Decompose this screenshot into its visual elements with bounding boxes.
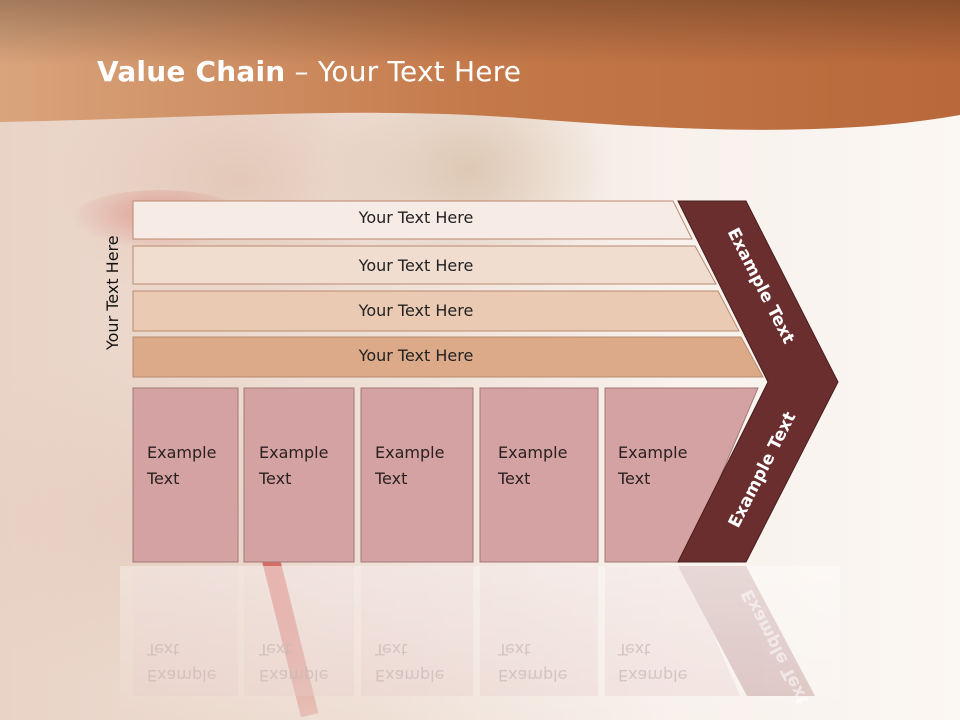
cell-box-4 — [479, 387, 599, 563]
title-rest: – Your Text Here — [285, 55, 522, 88]
header-banner — [0, 0, 960, 130]
slide-title: Value Chain – Your Text Here — [97, 55, 521, 88]
chevron-arrow — [677, 200, 839, 563]
cell-5-line2: Text — [618, 469, 651, 488]
cell-3-line1: Example — [375, 443, 445, 462]
row-label-4: Your Text Here — [358, 346, 474, 365]
row-bar-4 — [132, 336, 764, 378]
row-bar-3 — [132, 290, 740, 332]
row-label-2: Your Text Here — [358, 256, 474, 275]
title-bold: Value Chain — [97, 55, 286, 88]
cell-3-line2: Text — [375, 469, 408, 488]
cell-box-1 — [132, 387, 239, 563]
cell-5-line1: Example — [618, 443, 688, 462]
cell-2-line2: Text — [259, 469, 292, 488]
row-label-3: Your Text Here — [358, 301, 474, 320]
cell-4-line1: Example — [498, 443, 568, 462]
cell-2-line1: Example — [259, 443, 329, 462]
row-label-1: Your Text Here — [358, 208, 474, 227]
cell-1-line2: Text — [147, 469, 180, 488]
cell-4-line2: Text — [498, 469, 531, 488]
cell-box-2 — [243, 387, 355, 563]
row-bar-2 — [132, 245, 717, 285]
row-bar-1 — [132, 200, 693, 240]
cell-1-line1: Example — [147, 443, 217, 462]
cell-box-3 — [360, 387, 474, 563]
